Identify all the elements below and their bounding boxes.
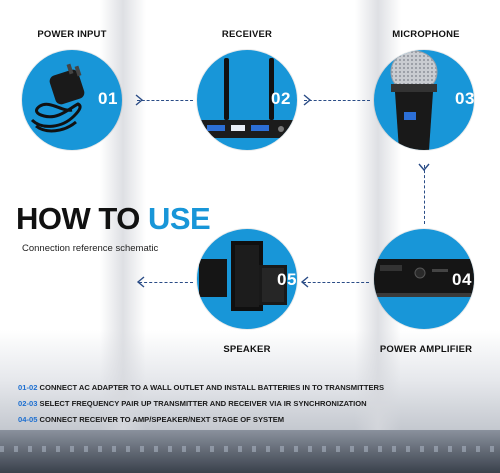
instruction-item: 02-03 SELECT FREQUENCY PAIR UP TRANSMITT… bbox=[18, 396, 384, 412]
instruction-list: 01-02 CONNECT AC ADAPTER TO A WALL OUTLE… bbox=[18, 380, 384, 428]
instruction-text: CONNECT AC ADAPTER TO A WALL OUTLET AND … bbox=[37, 383, 385, 392]
subtitle: Connection reference schematic bbox=[22, 243, 159, 254]
connector-03-04 bbox=[424, 165, 425, 224]
microphone-label: MICROPHONE bbox=[392, 29, 460, 40]
receiver-label: RECEIVER bbox=[221, 29, 273, 40]
chevron-right-icon bbox=[135, 94, 144, 106]
receiver-circle: 02 bbox=[197, 50, 297, 150]
title-part-use: USE bbox=[147, 201, 211, 236]
amplifier-icon bbox=[374, 259, 474, 297]
instruction-code: 04-05 bbox=[18, 415, 38, 424]
background-stage-strip bbox=[0, 430, 500, 473]
power-adapter-icon bbox=[30, 63, 85, 133]
instruction-item: 01-02 CONNECT AC ADAPTER TO A WALL OUTLE… bbox=[18, 380, 384, 396]
chevron-left-icon bbox=[136, 276, 145, 288]
step-number-04: 04 bbox=[452, 270, 472, 289]
power-input-circle: 01 bbox=[22, 50, 122, 150]
connector-02-03 bbox=[304, 100, 370, 101]
step-number-03: 03 bbox=[455, 89, 474, 108]
power-input-label: POWER INPUT bbox=[37, 29, 107, 40]
microphone-circle: 03 bbox=[374, 50, 474, 150]
instruction-code: 02-03 bbox=[18, 399, 38, 408]
connector-04-05 bbox=[303, 282, 369, 283]
step-number-05: 05 bbox=[277, 270, 297, 289]
instruction-text: CONNECT RECEIVER TO AMP/SPEAKER/NEXT STA… bbox=[37, 415, 285, 424]
title-part-how-to: HOW TO bbox=[16, 201, 148, 236]
chevron-right-icon bbox=[303, 94, 312, 106]
connector-05-left bbox=[139, 282, 193, 283]
receiver-icon bbox=[197, 58, 297, 138]
chevron-left-icon bbox=[300, 276, 309, 288]
power-amplifier-label: POWER AMPLIFIER bbox=[379, 344, 473, 355]
instruction-item: 04-05 CONNECT RECEIVER TO AMP/SPEAKER/NE… bbox=[18, 412, 384, 428]
speaker-circle: 05 bbox=[197, 229, 297, 329]
speaker-label: SPEAKER bbox=[223, 344, 271, 355]
chevron-down-icon bbox=[418, 163, 430, 172]
connector-01-02 bbox=[137, 100, 193, 101]
microphone-icon bbox=[390, 50, 438, 150]
page-title: HOW TO USE bbox=[16, 201, 211, 237]
step-number-02: 02 bbox=[271, 89, 291, 108]
speaker-icon bbox=[199, 241, 287, 311]
instruction-text: SELECT FREQUENCY PAIR UP TRANSMITTER AND… bbox=[37, 399, 367, 408]
power-amplifier-circle: 04 bbox=[374, 229, 474, 329]
instruction-code: 01-02 bbox=[18, 383, 38, 392]
step-number-01: 01 bbox=[98, 89, 118, 108]
